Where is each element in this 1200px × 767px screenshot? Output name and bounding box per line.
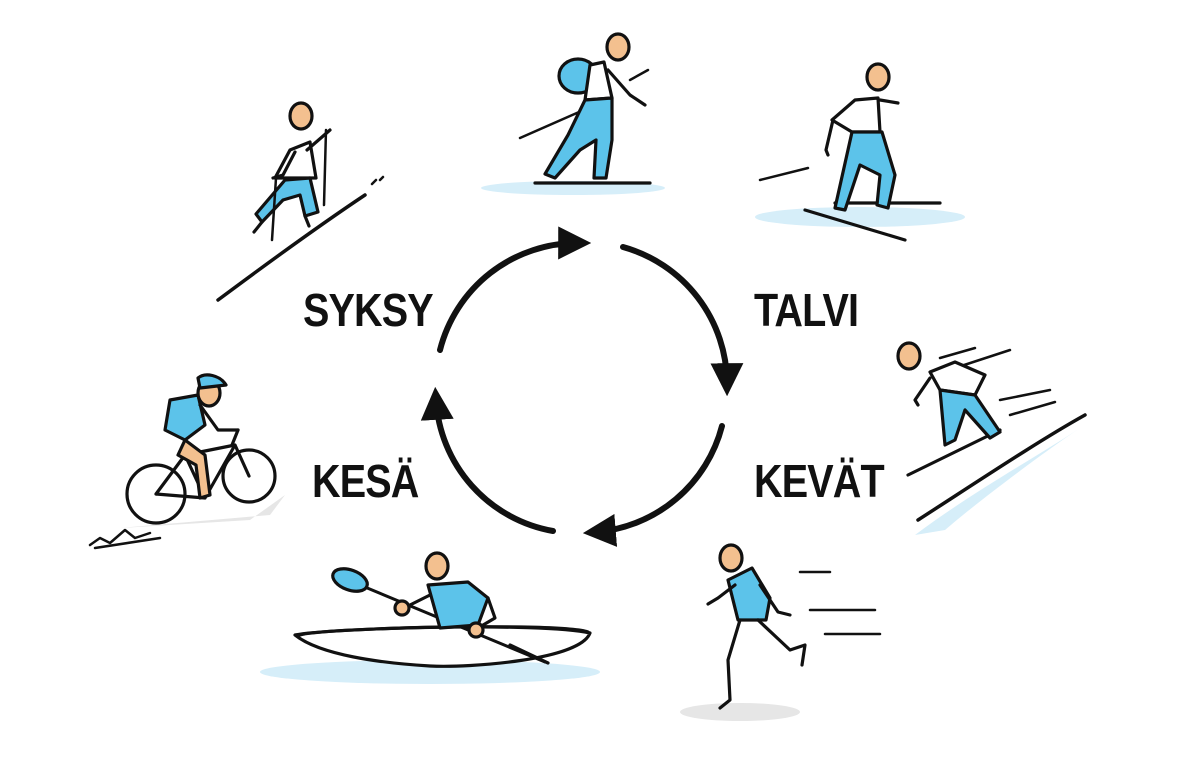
cross-country-skier-icon bbox=[481, 32, 665, 195]
nordic-walker-icon bbox=[216, 101, 385, 302]
arrow-winter-to-spring bbox=[620, 244, 744, 397]
kayaker-icon bbox=[260, 551, 600, 684]
runner-icon bbox=[680, 543, 882, 721]
season-label-autumn: SYKSY bbox=[303, 284, 434, 336]
season-label-spring: KEVÄT bbox=[754, 455, 885, 507]
season-label-winter: TALVI bbox=[754, 284, 859, 336]
downhill-skier-icon bbox=[896, 341, 1087, 535]
arrow-summer-to-autumn bbox=[420, 386, 556, 534]
cycle-arrows bbox=[420, 226, 744, 547]
arrow-spring-to-summer bbox=[582, 423, 725, 547]
cyclist-icon bbox=[88, 373, 285, 550]
arrow-autumn-to-winter bbox=[437, 226, 592, 353]
skier-icon bbox=[755, 62, 965, 242]
season-label-summer: KESÄ bbox=[312, 455, 419, 507]
